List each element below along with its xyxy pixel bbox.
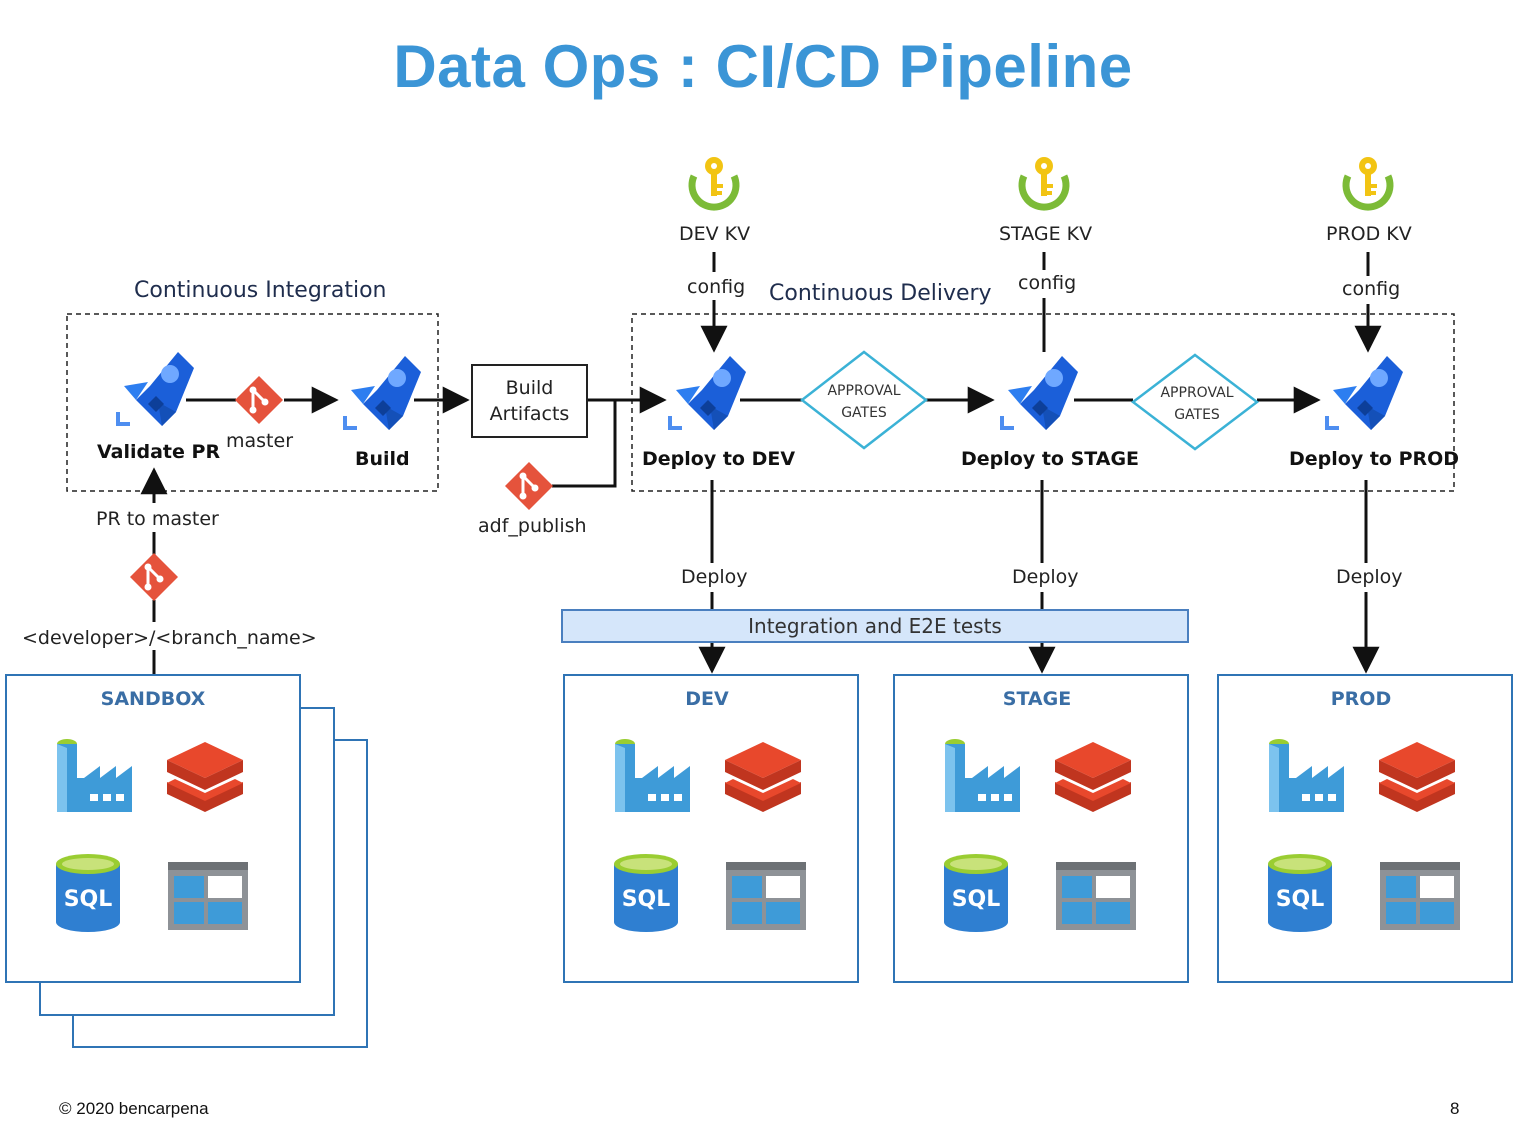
databricks-icon <box>167 742 243 812</box>
prod-kv-label: PROD KV <box>1326 223 1412 245</box>
developer-branch-label: <developer>/<branch_name> <box>22 627 317 649</box>
data-factory-icon <box>615 739 690 812</box>
cd-dashed-box <box>631 313 1455 492</box>
approval-gate-dev-stage: APPROVAL GATES <box>799 350 929 450</box>
pr-to-master-label: PR to master <box>96 508 219 530</box>
copyright-footer: © 2020 bencarpena <box>59 1099 209 1118</box>
page-title: Data Ops : CI/CD Pipeline <box>393 33 1133 100</box>
deploy-to-stage-label: Deploy to STAGE <box>961 448 1140 470</box>
stage-config-label: config <box>1018 272 1077 294</box>
cd-section-title: Continuous Delivery <box>769 281 992 306</box>
svg-text:APPROVAL: APPROVAL <box>1160 385 1233 401</box>
databricks-icon <box>1055 742 1131 812</box>
dashboard-icon <box>1056 862 1136 930</box>
svg-text:GATES: GATES <box>841 405 887 421</box>
sandbox-title: SANDBOX <box>100 688 206 710</box>
sandbox-environment: SANDBOX SQL <box>5 674 301 983</box>
svg-text:APPROVAL: APPROVAL <box>827 383 900 399</box>
master-branch-label: master <box>226 430 294 452</box>
page-number: 8 <box>1450 1099 1460 1118</box>
git-branch-icon <box>503 460 555 512</box>
adf-publish-label: adf_publish <box>478 515 587 537</box>
ci-section-title: Continuous Integration <box>134 278 387 303</box>
stage-title: STAGE <box>1002 688 1072 710</box>
data-factory-icon <box>57 739 132 812</box>
svg-text:SQL: SQL <box>64 887 113 912</box>
stage-kv-label: STAGE KV <box>999 223 1093 245</box>
artifacts-line1: Build <box>505 377 554 399</box>
sql-database-icon: SQL <box>944 854 1008 932</box>
build-label: Build <box>355 448 410 470</box>
key-vault-icon <box>686 154 742 214</box>
pipeline-rocket-icon <box>116 350 196 428</box>
artifacts-line2: Artifacts <box>489 403 570 425</box>
key-vault-icon <box>1340 154 1396 214</box>
dev-config-label: config <box>687 276 746 298</box>
prod-environment: PROD SQL <box>1217 674 1513 983</box>
sql-database-icon: SQL <box>614 854 678 932</box>
data-factory-icon <box>1269 739 1344 812</box>
databricks-icon <box>1379 742 1455 812</box>
deploy-dev-label: Deploy <box>681 566 748 588</box>
key-vault-icon <box>1016 154 1072 214</box>
git-branch-icon <box>233 374 285 426</box>
dev-environment: DEV SQL <box>563 674 859 983</box>
sql-database-icon: SQL <box>56 854 120 932</box>
approval-gate-stage-prod: APPROVAL GATES <box>1130 353 1260 451</box>
data-factory-icon <box>945 739 1020 812</box>
databricks-icon <box>725 742 801 812</box>
dashboard-icon <box>1380 862 1460 930</box>
svg-text:SQL: SQL <box>952 887 1001 912</box>
dashboard-icon <box>168 862 248 930</box>
pipeline-rocket-icon <box>1325 354 1405 432</box>
svg-text:SQL: SQL <box>1276 887 1325 912</box>
sql-database-icon: SQL <box>1268 854 1332 932</box>
pipeline-rocket-icon <box>343 354 423 432</box>
integration-tests-bar: Integration and E2E tests <box>561 609 1189 643</box>
validate-pr-label: Validate PR <box>97 441 221 463</box>
dashboard-icon <box>726 862 806 930</box>
prod-title: PROD <box>1330 688 1392 710</box>
svg-text:SQL: SQL <box>622 887 671 912</box>
git-branch-icon <box>128 551 180 603</box>
dev-title: DEV <box>685 688 729 710</box>
prod-config-label: config <box>1342 278 1401 300</box>
pipeline-rocket-icon <box>1000 354 1080 432</box>
deploy-to-prod-label: Deploy to PROD <box>1289 448 1460 470</box>
deploy-to-dev-label: Deploy to DEV <box>642 448 796 470</box>
dev-kv-label: DEV KV <box>679 223 751 245</box>
deploy-stage-label: Deploy <box>1012 566 1079 588</box>
deploy-prod-label: Deploy <box>1336 566 1403 588</box>
svg-text:GATES: GATES <box>1174 407 1220 423</box>
ci-dashed-box <box>66 313 439 492</box>
pipeline-rocket-icon <box>668 354 748 432</box>
stage-environment: STAGE SQL <box>893 674 1189 983</box>
